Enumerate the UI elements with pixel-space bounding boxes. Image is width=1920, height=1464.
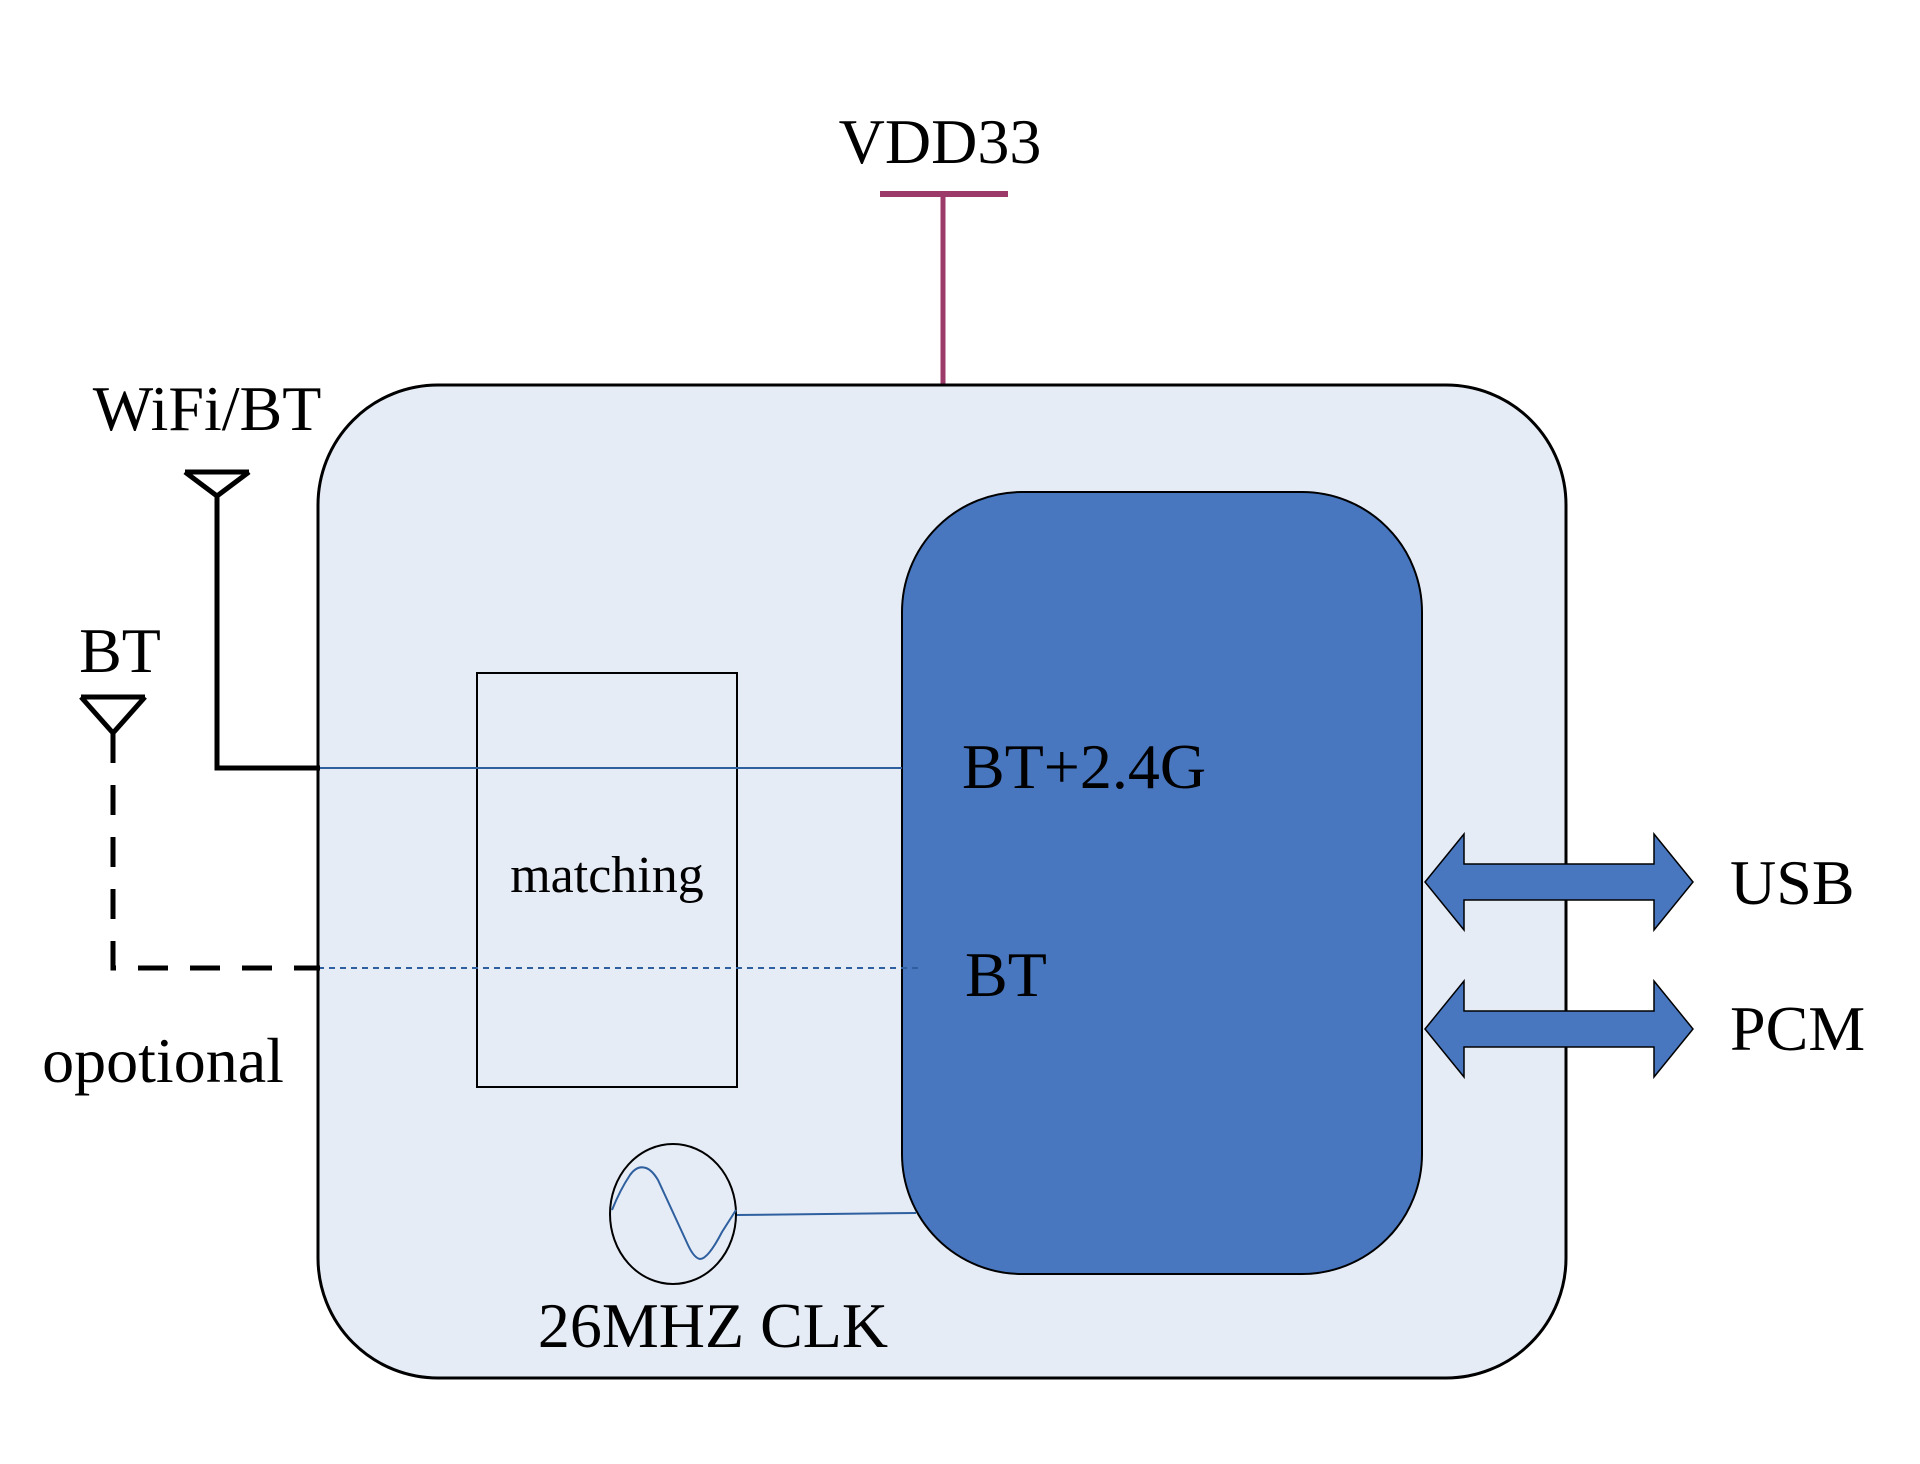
power-label: VDD33 (839, 106, 1042, 177)
usb-label: USB (1730, 847, 1855, 918)
pcm-interface: PCM (1424, 978, 1865, 1080)
pcm-label: PCM (1730, 993, 1865, 1064)
clock-oscillator: 26MHZ CLK (538, 1143, 888, 1361)
clock-label: 26MHZ CLK (538, 1290, 888, 1361)
chip-rf-bt-label: BT (965, 939, 1047, 1010)
sine-wave-path (611, 1166, 737, 1261)
matching-label: matching (510, 847, 704, 904)
bt-antenna-wire (110, 733, 320, 971)
matching-box (476, 672, 738, 1088)
matching-block: matching (476, 672, 738, 1088)
power-supply: VDD33 (839, 106, 1042, 410)
double-arrow-icon (1424, 978, 1694, 1080)
antenna-icon (79, 694, 147, 736)
clock-signal-line (735, 1212, 917, 1216)
chip-block (901, 491, 1423, 1275)
double-arrow-icon (1424, 831, 1694, 933)
bt-antenna: BT opotional (42, 615, 320, 1096)
chip-rf-main-label: BT+2.4G (962, 731, 1206, 802)
wifi-bt-antenna-label: WiFi/BT (93, 373, 322, 444)
sine-wave-oscillator-icon (609, 1143, 737, 1285)
bt-antenna-label: BT (79, 615, 161, 686)
optional-note: opotional (42, 1025, 284, 1096)
usb-interface: USB (1424, 831, 1855, 933)
antenna-icon (183, 469, 251, 499)
wifi-bt-antenna-wire (214, 496, 320, 771)
wifi-bt-antenna: WiFi/BT (93, 373, 322, 771)
